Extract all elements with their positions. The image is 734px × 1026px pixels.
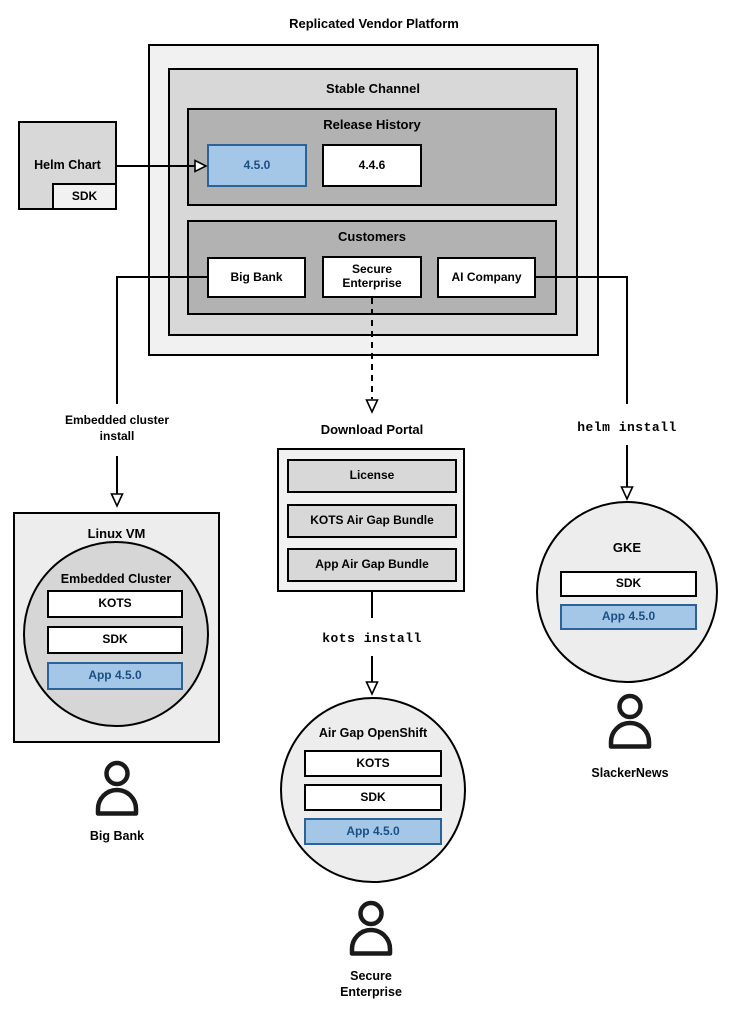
gke-app-label: App 4.5.0	[601, 609, 656, 624]
embedded-cluster-kots-label: KOTS	[98, 596, 132, 611]
customer-ai-company-label: AI Company	[451, 269, 522, 284]
release-version-446-box: 4.4.6	[322, 144, 422, 187]
portal-app-bundle-label: App Air Gap Bundle	[315, 557, 429, 572]
arrowhead-into-openshift	[365, 681, 379, 696]
embedded-cluster-sdk-box: SDK	[47, 626, 183, 654]
openshift-sdk-box: SDK	[304, 784, 442, 811]
release-version-450-label: 4.5.0	[243, 157, 271, 172]
openshift-kots-box: KOTS	[304, 750, 442, 777]
download-portal-title: Download Portal	[320, 422, 424, 437]
portal-kots-bundle-box: KOTS Air Gap Bundle	[287, 504, 457, 538]
gke-title: GKE	[612, 540, 642, 555]
persona-big-bank-label: Big Bank	[89, 829, 145, 843]
customers-title: Customers	[338, 229, 406, 244]
gke-sdk-box: SDK	[560, 571, 697, 597]
customer-ai-company-box: AI Company	[437, 257, 536, 298]
embedded-cluster-app-label: App 4.5.0	[88, 668, 142, 683]
portal-license-label: License	[349, 468, 395, 483]
openshift-sdk-label: SDK	[360, 789, 386, 804]
openshift-app-label: App 4.5.0	[346, 823, 400, 838]
persona-slackernews-icon	[605, 693, 655, 756]
edge-label-embedded-install: Embedded cluster install	[64, 413, 170, 443]
release-version-446-label: 4.4.6	[358, 157, 386, 172]
person-icon	[349, 900, 393, 956]
customer-secure-enterprise-box: Secure Enterprise	[322, 256, 422, 298]
persona-slackernews-label: SlackerNews	[591, 766, 669, 780]
customer-secure-enterprise-label: Secure Enterprise	[342, 262, 402, 290]
portal-app-bundle-box: App Air Gap Bundle	[287, 548, 457, 582]
openshift-kots-label: KOTS	[356, 755, 390, 770]
helm-chart-sdk-label: SDK	[71, 188, 98, 203]
linux-vm-title: Linux VM	[87, 526, 146, 541]
arrowhead-into-gke	[620, 486, 634, 501]
embedded-cluster-title: Embedded Cluster	[60, 572, 172, 586]
arrowhead-into-linux-vm	[110, 493, 124, 508]
customer-big-bank-label: Big Bank	[230, 269, 283, 284]
person-icon	[95, 760, 139, 816]
helm-chart-label: Helm Chart	[34, 158, 101, 172]
embedded-cluster-app-box: App 4.5.0	[47, 662, 183, 690]
stable-channel-title: Stable Channel	[326, 81, 420, 96]
persona-secure-enterprise-label: Secure Enterprise	[340, 969, 402, 1000]
airgap-openshift-title: Air Gap OpenShift	[318, 726, 428, 740]
embedded-cluster-kots-box: KOTS	[47, 590, 183, 618]
embedded-cluster-sdk-label: SDK	[102, 632, 128, 647]
release-history-title: Release History	[323, 117, 421, 132]
person-icon	[608, 693, 652, 749]
gke-app-box: App 4.5.0	[560, 604, 697, 630]
edge-label-kots-install: kots install	[322, 631, 422, 646]
gke-sdk-label: SDK	[615, 576, 642, 591]
diagram-title: Replicated Vendor Platform	[289, 16, 459, 31]
persona-secure-enterprise-icon	[346, 900, 396, 963]
portal-license-box: License	[287, 459, 457, 493]
openshift-app-box: App 4.5.0	[304, 818, 442, 845]
edge-label-helm-install: helm install	[577, 420, 677, 435]
arrowhead-into-download-portal	[365, 399, 379, 414]
helm-chart-sdk-box: SDK	[52, 183, 117, 210]
customer-big-bank-box: Big Bank	[207, 257, 306, 298]
persona-big-bank-icon	[92, 760, 142, 823]
portal-kots-bundle-label: KOTS Air Gap Bundle	[310, 513, 434, 528]
release-version-450-box: 4.5.0	[207, 144, 307, 187]
